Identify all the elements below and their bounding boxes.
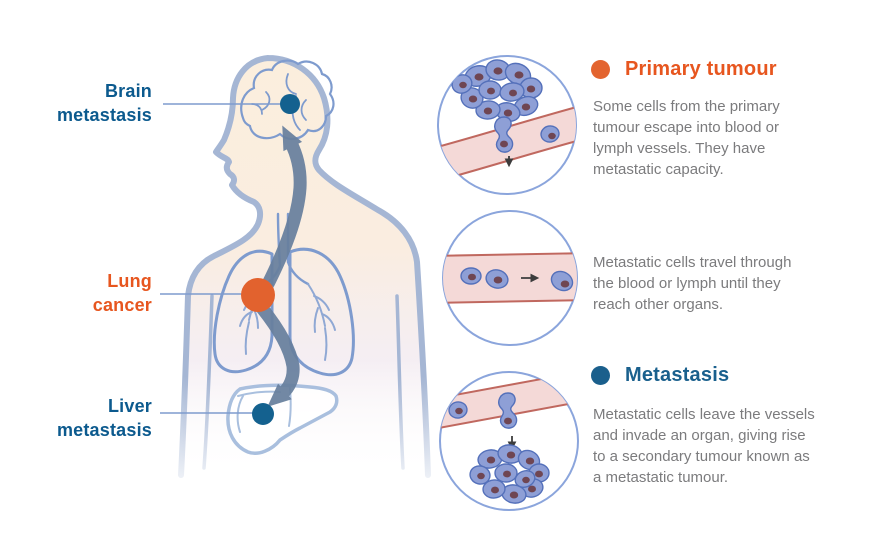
metastasis-heading-label: Metastasis (625, 364, 730, 386)
primary-tumour-description: Some cells from the primary tumour escap… (593, 98, 780, 178)
cell-nuclei (459, 67, 536, 117)
metastasis-dot-icon (252, 403, 274, 425)
lungs-icon (212, 247, 355, 377)
lung-cancer-label: Lung cancer (92, 271, 152, 315)
label-connectors (160, 103, 288, 414)
brain-metastasis-label: Brain metastasis (56, 81, 152, 125)
metastasis-heading: Metastasis (591, 364, 729, 387)
primary-tumour-circle-icon (437, 55, 577, 195)
primary-tumour-bullet-icon (591, 60, 610, 79)
travelling-cell-icon (494, 116, 560, 153)
tumour-dot-icon (241, 278, 275, 312)
primary-tumour-heading: Primary tumour (591, 58, 777, 81)
metastasis-circle-icon (439, 371, 579, 511)
body-outline (178, 55, 431, 478)
metastasis-dot-icon (280, 94, 300, 114)
spread-arrow-icon (256, 125, 307, 407)
arrow-lung-to-liver (256, 303, 300, 407)
arrow-lung-to-brain (262, 125, 307, 287)
cell-nuclei (468, 273, 570, 288)
cell-nuclei (477, 451, 543, 499)
metastasis-description: Metastatic cells leave the vessels and i… (593, 406, 815, 486)
blood-vessel-icon (443, 251, 577, 305)
primary-tumour-heading-label: Primary tumour (625, 58, 777, 80)
travel-circle-icon (442, 210, 578, 346)
travel-description: Metastatic cells travel through the bloo… (593, 254, 792, 313)
arm-lines (202, 294, 405, 470)
body-silhouette-icon (160, 55, 431, 478)
travelling-cell-icon (448, 392, 518, 429)
metastasis-bullet-icon (591, 366, 610, 385)
liver-metastasis-label: Liver metastasis (56, 396, 152, 440)
